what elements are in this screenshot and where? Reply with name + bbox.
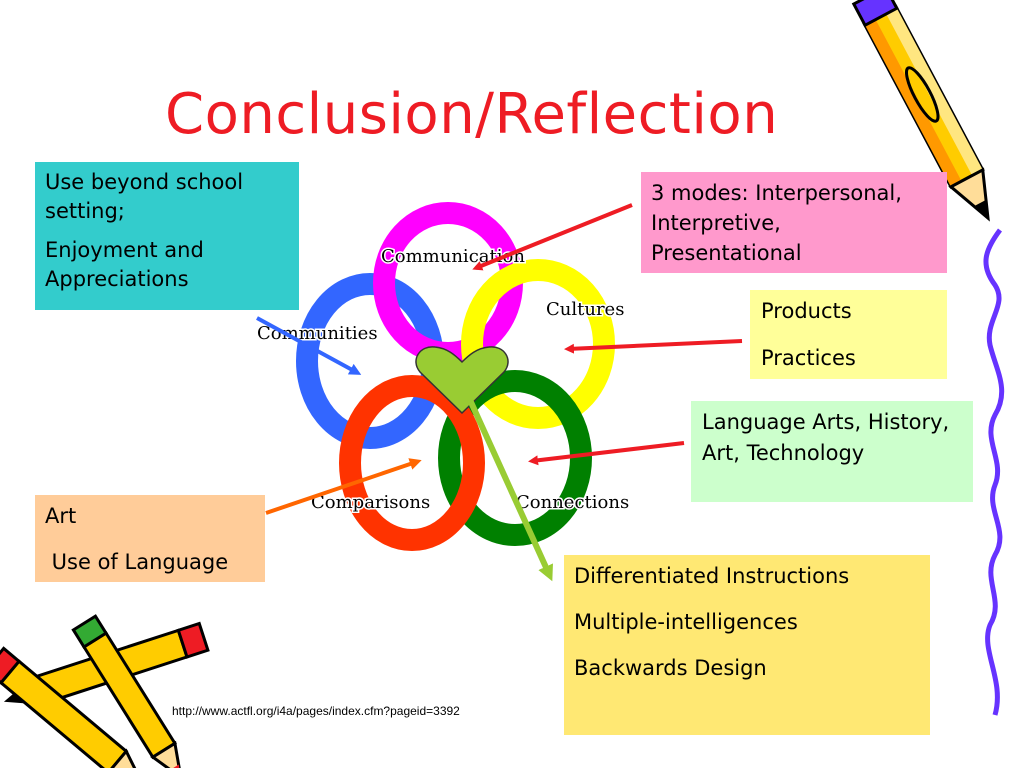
comparisons-line-2: Use of Language: [45, 550, 229, 574]
communication-line-1: 3 modes: Interpersonal, Interpretive, Pr…: [651, 181, 902, 265]
slide-title: Conclusion/Reflection: [165, 82, 779, 147]
connections-box: Language Arts, History, Art, Technology: [691, 401, 973, 502]
ring-label-comparisons: Comparisons: [311, 492, 430, 513]
ring-cultures: [461, 259, 615, 429]
cultures-line-1: Products: [761, 299, 852, 323]
communities-line-2: Enjoyment and Appreciations: [45, 238, 204, 291]
communities-line-1: Use beyond school setting;: [45, 170, 244, 223]
arrow-center: [467, 398, 553, 582]
source-url[interactable]: http://www.actfl.org/i4a/pages/index.cfm…: [172, 704, 460, 718]
center-line-1: Differentiated Instructions: [574, 564, 850, 588]
communities-box: Use beyond school setting; Enjoyment and…: [35, 162, 299, 310]
arrow-communication: [472, 203, 633, 271]
heart-icon: [415, 346, 509, 415]
arrow-communities: [256, 316, 362, 375]
arrow-connections: [528, 441, 685, 466]
ring-label-connections: Connections: [516, 492, 629, 513]
connections-line-1: Language Arts, History, Art, Technology: [702, 410, 950, 465]
pencil-icon: [851, 0, 990, 222]
ring-label-communities: Communities: [257, 323, 378, 344]
center-line-3: Backwards Design: [574, 656, 767, 680]
squiggle-line: [983, 228, 1005, 716]
cultures-box: Products Practices: [750, 290, 947, 379]
ring-label-cultures: Cultures: [546, 299, 624, 320]
comparisons-box: Art Use of Language: [35, 495, 265, 582]
comparisons-line-1: Art: [45, 504, 77, 528]
ring-comparisons: [339, 375, 485, 551]
ring-connections: [438, 370, 592, 546]
center-line-2: Multiple-intelligences: [574, 610, 798, 634]
center-box: Differentiated Instructions Multiple-int…: [564, 555, 930, 735]
arrow-cultures: [564, 339, 743, 354]
crossed-pencils-icon: [0, 614, 210, 768]
communication-box: 3 modes: Interpersonal, Interpretive, Pr…: [641, 172, 947, 273]
arrow-comparisons: [265, 458, 422, 515]
cultures-line-2: Practices: [761, 346, 856, 370]
